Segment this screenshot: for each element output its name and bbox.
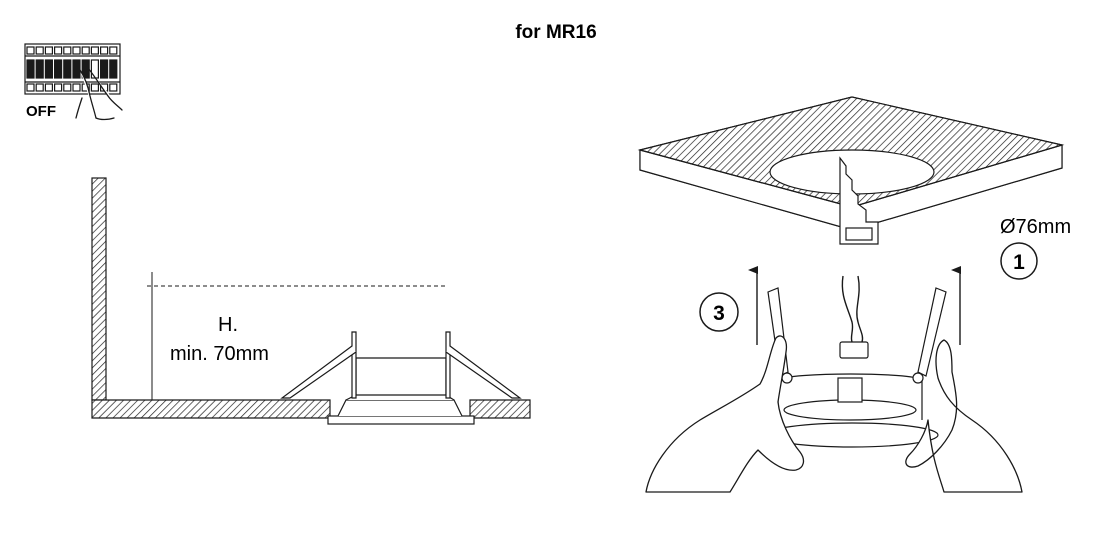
breaker-switch [109, 59, 118, 79]
ceiling-section-left [91, 399, 331, 419]
breaker-terminal-top [109, 46, 118, 55]
step-1-number: 1 [1013, 251, 1025, 274]
saw-tool-icon [839, 156, 879, 245]
breaker-terminal-top [44, 46, 54, 55]
cutout-diameter-label: Ø76mm [1000, 216, 1071, 238]
step-1-badge [1000, 242, 1038, 280]
breaker-terminal-bottom [63, 83, 72, 92]
step-3-number: 3 [713, 302, 725, 325]
switch-off-label: OFF [26, 103, 56, 120]
breaker-terminal-top [53, 46, 63, 55]
breaker-terminal-top [35, 46, 44, 55]
breaker-switch [44, 59, 54, 79]
breaker-switch [53, 59, 63, 79]
breaker-terminal-bottom [109, 83, 118, 92]
breaker-panel-icon [24, 43, 121, 95]
hand-icon [75, 67, 123, 121]
breaker-switch [72, 59, 81, 79]
hand-left-icon [645, 335, 805, 493]
breaker-terminal-bottom [26, 83, 35, 92]
breaker-switch [63, 59, 72, 79]
breaker-terminal-top [26, 46, 35, 55]
height-label-line1: H. [218, 314, 238, 336]
breaker-switch [26, 59, 35, 79]
breaker-terminal-bottom [53, 83, 63, 92]
lamp-connector-wires [841, 275, 864, 343]
breaker-terminal-top [72, 46, 81, 55]
breaker-terminal-bottom [72, 83, 81, 92]
breaker-terminal-top [99, 46, 109, 55]
breaker-terminal-top [63, 46, 72, 55]
step-3-badge [699, 292, 739, 332]
hand-right-icon [905, 339, 1023, 493]
fixture-side-view [280, 331, 522, 425]
diagram-title: for MR16 [515, 22, 596, 43]
breaker-terminal-top [90, 46, 100, 55]
breaker-terminal-bottom [44, 83, 54, 92]
breaker-terminal-bottom [35, 83, 44, 92]
ceiling-section-right [469, 399, 531, 419]
wall-section [91, 177, 107, 401]
saw-handle [845, 227, 873, 241]
breaker-terminal-bottom [90, 83, 100, 92]
breaker-switch [35, 59, 44, 79]
breaker-terminal-top [81, 46, 90, 55]
lamp-connector [839, 341, 869, 359]
breaker-switch [99, 59, 109, 79]
height-label-line2: min. 70mm [170, 343, 269, 365]
fixture-held [765, 287, 947, 448]
breaker-switch [90, 59, 100, 79]
